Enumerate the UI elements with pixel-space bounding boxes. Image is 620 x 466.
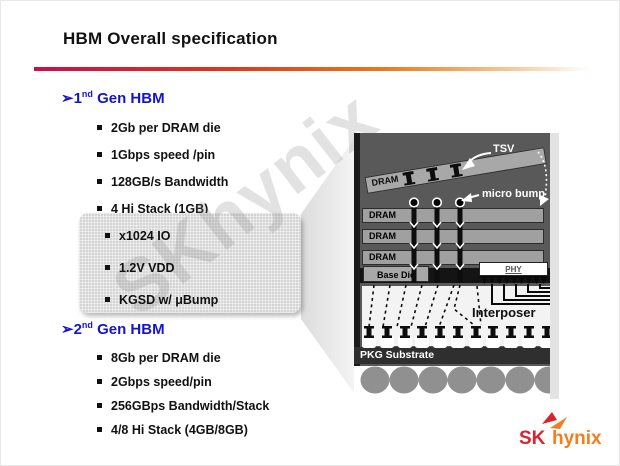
c4-bump-row — [362, 326, 554, 348]
micro-bump-label: micro bump — [482, 188, 545, 200]
gen1-bullet-2: 1Gbps speed /pin — [97, 148, 215, 162]
die-drop-dashed-arrow — [537, 151, 549, 206]
square-bullet-icon — [97, 379, 102, 384]
gen1-bullet-3: 128GB/s Bandwidth — [97, 175, 228, 189]
sk-hynix-logo-icon — [542, 412, 567, 429]
dram-die-1: DRAM — [362, 208, 544, 223]
section-heading-gen1: ➢1nd Gen HBM — [61, 89, 165, 107]
page-title: HBM Overall specification — [63, 29, 278, 48]
phy-microbump-sawtooth — [479, 276, 548, 284]
arrow-bullet-icon: ➢ — [61, 90, 74, 107]
gen1-bullet-1: 2Gb per DRAM die — [97, 121, 221, 135]
phy-wires — [491, 284, 550, 305]
phy-block: PHY — [479, 262, 548, 276]
gen2-bullet-1: 8Gb per DRAM die — [97, 351, 221, 365]
square-bullet-icon — [105, 265, 110, 270]
square-bullet-icon — [97, 152, 102, 157]
callout-box — [79, 213, 301, 313]
square-bullet-icon — [97, 179, 102, 184]
callout-bullet-2: 1.2V VDD — [105, 261, 175, 275]
bga-balls — [360, 366, 559, 394]
pkg-substrate-bar: PKG Substrate — [354, 347, 550, 364]
interposer-label: Interposer — [472, 305, 536, 320]
square-bullet-icon — [105, 297, 110, 302]
diagram-overlay-shapes — [360, 151, 559, 394]
interposer-dashed-routes — [368, 284, 482, 328]
gen2-bullet-3: 256GBps Bandwidth/Stack — [97, 399, 269, 413]
logo-text-sk: SK — [519, 428, 546, 449]
square-bullet-icon — [97, 427, 102, 432]
title-underline-rule — [34, 67, 601, 71]
diagram-right-edge-strip — [550, 133, 559, 399]
dram-die-3: DRAM — [362, 250, 544, 265]
square-bullet-icon — [97, 206, 102, 211]
hbm-cross-section-diagram: DRAM DRAM DRAM DRAM Base Die PHY Interpo… — [354, 133, 559, 399]
gen2-bullet-4: 4/8 Hi Stack (4GB/8GB) — [97, 423, 248, 437]
square-bullet-icon — [105, 233, 110, 238]
gen2-bullet-2: 2Gbps speed/pin — [97, 375, 212, 389]
section-heading-gen2: ➢2nd Gen HBM — [61, 320, 165, 338]
callout-bullet-1: x1024 IO — [105, 229, 170, 243]
dram-die-2: DRAM — [362, 229, 544, 244]
square-bullet-icon — [97, 403, 102, 408]
diagram-left-border — [354, 133, 360, 366]
micro-bump-arrow — [461, 193, 480, 202]
tsv-arrow — [462, 152, 492, 170]
tsv-label: TSV — [493, 143, 515, 155]
square-bullet-icon — [97, 355, 102, 360]
callout-bullet-3: KGSD w/ μBump — [105, 293, 218, 307]
square-bullet-icon — [97, 125, 102, 130]
logo-text-hynix: hynix — [552, 428, 602, 449]
gen1-bullet-4: 4 Hi Stack (1GB) — [97, 202, 208, 216]
arrow-bullet-icon: ➢ — [61, 321, 74, 338]
stack-tsv-columns — [408, 197, 466, 283]
